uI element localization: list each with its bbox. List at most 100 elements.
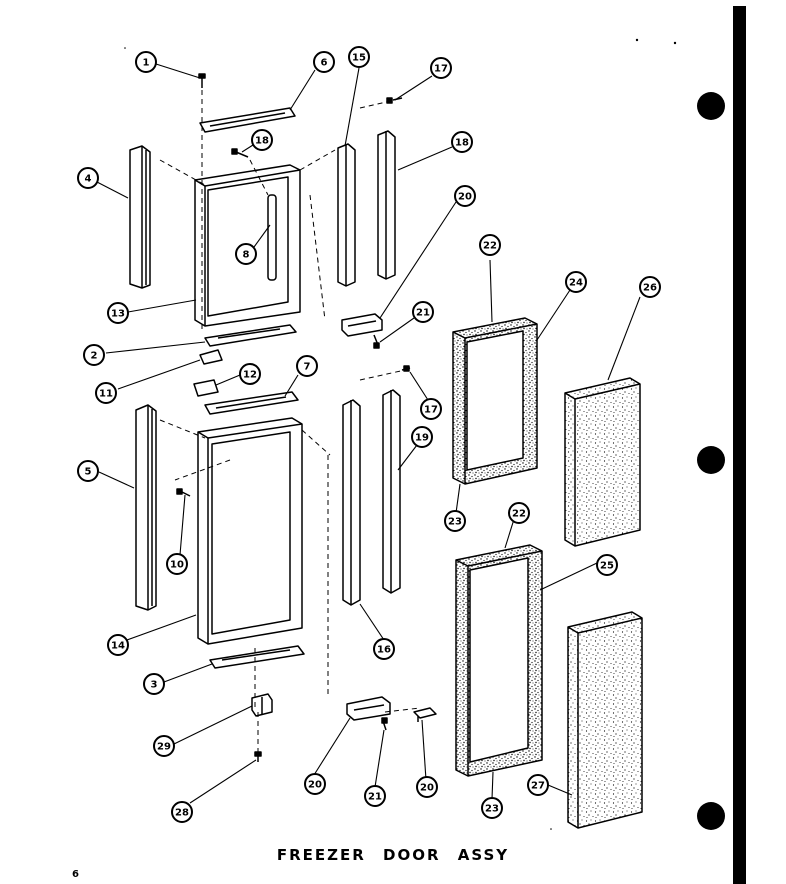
side-trim-19-shape bbox=[382, 389, 401, 594]
side-trim-16-shape bbox=[342, 399, 361, 606]
callout-4-side-trim: 4 bbox=[77, 167, 99, 189]
callout-label: 23 bbox=[448, 517, 462, 528]
callout-16-side-trim: 16 bbox=[373, 638, 395, 660]
callout-6-top-bracket: 6 bbox=[313, 51, 335, 73]
callout-20-hinge-bracket: 20 bbox=[454, 185, 476, 207]
liner-panel-27-shape bbox=[567, 611, 643, 829]
side-trim-5-shape bbox=[135, 404, 157, 611]
callout-20-hinge-bracket: 20 bbox=[304, 773, 326, 795]
callout-12-plate: 12 bbox=[239, 363, 261, 385]
callout-17-screw: 17 bbox=[430, 57, 452, 79]
door-frame-13-shape bbox=[194, 164, 301, 327]
punch-hole-bottom bbox=[697, 802, 725, 830]
punch-hole-top bbox=[697, 92, 725, 120]
callout-28-screw: 28 bbox=[171, 801, 193, 823]
callout-26-liner-panel: 26 bbox=[639, 276, 661, 298]
screw-17-upper-shape bbox=[386, 97, 403, 104]
callout-20-hinge-bracket: 20 bbox=[416, 776, 438, 798]
callout-2-bottom-bracket: 2 bbox=[83, 344, 105, 366]
callout-label: 26 bbox=[643, 283, 657, 294]
callout-label: 22 bbox=[512, 509, 526, 520]
callout-11-plate: 11 bbox=[95, 382, 117, 404]
binder-edge-bar bbox=[733, 6, 746, 884]
callout-27-liner-panel: 27 bbox=[527, 774, 549, 796]
callout-label: 3 bbox=[151, 680, 158, 691]
callout-label: 16 bbox=[377, 645, 391, 656]
callout-label: 18 bbox=[255, 136, 269, 147]
top-bracket-7-shape bbox=[204, 391, 299, 415]
callout-23-gasket-bottom: 23 bbox=[481, 797, 503, 819]
liner-panel-26-shape bbox=[564, 377, 641, 547]
callout-7-top-bracket: 7 bbox=[296, 355, 318, 377]
callout-14-door-frame: 14 bbox=[107, 634, 129, 656]
callout-label: 2 bbox=[91, 351, 98, 362]
door-frame-14-shape bbox=[197, 417, 303, 645]
callout-19-side-trim: 19 bbox=[411, 426, 433, 448]
callout-label: 14 bbox=[111, 641, 125, 652]
callout-label: 11 bbox=[99, 389, 113, 400]
plate-11-shape bbox=[199, 349, 223, 365]
callout-label: 1 bbox=[143, 58, 150, 69]
gasket-upper-shape bbox=[452, 317, 538, 485]
gasket-lower-shape bbox=[455, 544, 543, 777]
screw-28-shape bbox=[254, 751, 262, 762]
bottom-bracket-2-shape bbox=[204, 324, 297, 347]
callout-5-side-trim: 5 bbox=[77, 460, 99, 482]
callout-3-bottom-bracket: 3 bbox=[143, 673, 165, 695]
callout-label: 8 bbox=[243, 250, 250, 261]
callout-18-side-trim: 18 bbox=[451, 131, 473, 153]
callout-24-gasket: 24 bbox=[565, 271, 587, 293]
callout-13-door-frame: 13 bbox=[107, 302, 129, 324]
hinge-bracket-20-upper-shape bbox=[341, 313, 383, 337]
diagram-title: FREEZER DOOR ASSY bbox=[276, 846, 510, 864]
callout-15-side-trim: 15 bbox=[348, 46, 370, 68]
callout-22-gasket-top: 22 bbox=[479, 234, 501, 256]
callout-21-screw: 21 bbox=[412, 301, 434, 323]
callout-label: 18 bbox=[455, 138, 469, 149]
callout-22-gasket-top: 22 bbox=[508, 502, 530, 524]
leader-lines bbox=[96, 63, 641, 804]
callout-label: 20 bbox=[420, 783, 434, 794]
callout-label: 29 bbox=[157, 742, 171, 753]
punch-hole-middle bbox=[697, 446, 725, 474]
side-trim-4-shape bbox=[129, 145, 151, 289]
screw-10-shape bbox=[176, 488, 191, 497]
callout-label: 21 bbox=[368, 792, 382, 803]
callout-label: 17 bbox=[434, 64, 448, 75]
callout-label: 15 bbox=[352, 53, 366, 64]
screw-18-small-shape bbox=[231, 148, 249, 158]
page-number: 6 bbox=[72, 869, 79, 880]
screw-21-lower-shape bbox=[381, 717, 388, 731]
callout-label: 21 bbox=[416, 308, 430, 319]
callout-label: 6 bbox=[321, 58, 328, 69]
hinge-bracket-20-lower-shape bbox=[346, 696, 391, 721]
callout-label: 7 bbox=[304, 362, 311, 373]
callout-label: 24 bbox=[569, 278, 583, 289]
callout-8-handle: 8 bbox=[235, 243, 257, 265]
callout-17-screw: 17 bbox=[420, 398, 442, 420]
handle-8-shape bbox=[267, 194, 277, 281]
screw-1-shape bbox=[198, 73, 206, 88]
callout-18-screw: 18 bbox=[251, 129, 273, 151]
callout-label: 20 bbox=[458, 192, 472, 203]
callout-label: 13 bbox=[111, 309, 125, 320]
callout-label: 17 bbox=[424, 405, 438, 416]
side-trim-15-shape bbox=[337, 143, 356, 287]
hinge-29-shape bbox=[251, 693, 273, 717]
callout-label: 20 bbox=[308, 780, 322, 791]
side-trim-18-shape bbox=[377, 130, 396, 280]
callout-label: 23 bbox=[485, 804, 499, 815]
bottom-bracket-3-shape bbox=[209, 645, 305, 669]
callout-1-screw: 1 bbox=[135, 51, 157, 73]
callout-label: 19 bbox=[415, 433, 429, 444]
callout-21-screw: 21 bbox=[364, 785, 386, 807]
screw-21-upper-shape bbox=[373, 334, 380, 349]
callout-29-hinge: 29 bbox=[153, 735, 175, 757]
callout-label: 22 bbox=[483, 241, 497, 252]
callout-label: 12 bbox=[243, 370, 257, 381]
callout-label: 27 bbox=[531, 781, 545, 792]
callout-label: 5 bbox=[85, 467, 92, 478]
callout-label: 4 bbox=[85, 174, 92, 185]
